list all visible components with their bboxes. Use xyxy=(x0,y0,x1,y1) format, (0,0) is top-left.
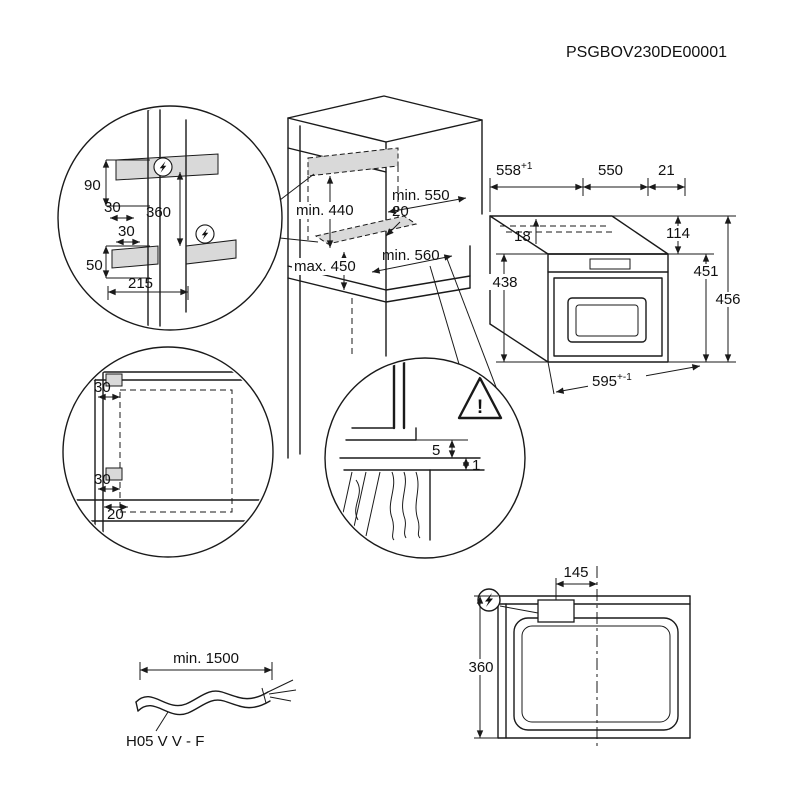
dim-min550-label: min. 550 xyxy=(392,187,450,204)
dim-30-front-top-label: 30 xyxy=(94,379,111,396)
top-view-outline xyxy=(497,595,691,739)
dim-1-label: 1 xyxy=(472,457,480,474)
detail-a-dimensions: 90 30 360 30 50 215 xyxy=(84,159,189,300)
label-mask xyxy=(712,292,744,307)
terminal-box xyxy=(537,599,575,623)
power-connection-icon xyxy=(477,588,501,612)
cable-min-length-label: min. 1500 xyxy=(173,650,239,667)
cable-drawing xyxy=(135,679,297,716)
document-code: PSGBOV230DE00001 xyxy=(566,44,727,61)
dim-30-top-label: 30 xyxy=(104,199,121,216)
dim-558-label: 558+1 xyxy=(496,161,533,179)
dim-21-label: 21 xyxy=(658,162,675,179)
dim-min560-label: min. 560 xyxy=(382,247,440,264)
warning-triangle-icon: ! xyxy=(457,376,503,420)
detail-a-content: 90 30 360 30 50 215 xyxy=(84,108,237,328)
detail-circle-a xyxy=(57,105,283,331)
door-window xyxy=(567,297,647,343)
dim-451-label: 451 xyxy=(693,263,718,280)
connection-zone-upper xyxy=(307,147,399,177)
label-mask xyxy=(487,274,523,290)
detail-pointer-line xyxy=(279,237,319,243)
oven-isometric: 558+1 550 21 18 114 451 456 438 xyxy=(487,161,744,395)
niche-electrical-detail: 90 30 360 30 50 215 xyxy=(57,105,319,331)
front-gap-detail: 5 1 ! xyxy=(324,255,526,559)
dim-456-label: 456 xyxy=(715,291,740,308)
fixing-pad-bottom xyxy=(105,467,123,481)
detail-b-dimensions: 30 30 20 xyxy=(94,379,128,523)
label-mask xyxy=(465,659,496,675)
dim-20-label: 20 xyxy=(392,203,409,220)
dim-30-mid-label: 30 xyxy=(118,223,135,240)
dim-90-label: 90 xyxy=(84,177,101,194)
fixing-pad-top xyxy=(105,373,123,387)
detail-b-content: 30 30 20 xyxy=(65,361,271,546)
dim-550-label: 550 xyxy=(598,162,623,179)
mount-plate-mid-right xyxy=(185,239,237,265)
dim-20-front-label: 20 xyxy=(107,506,124,523)
power-connection-icon xyxy=(195,224,215,244)
dim-min440-label: min. 440 xyxy=(296,202,354,219)
warning-mark: ! xyxy=(477,397,483,418)
wood-hatch xyxy=(337,471,421,541)
label-mask xyxy=(662,226,694,241)
dim-18-label: 18 xyxy=(514,228,531,245)
front-frame-lines xyxy=(65,361,271,546)
cabinet-dimensions: min. 550 20 min. 440 max. 450 min. 560 xyxy=(292,176,467,290)
cable-type-label: H05 V V - F xyxy=(126,733,204,750)
power-cable-figure: min. 1500 H05 V V - F xyxy=(126,650,297,750)
label-mask xyxy=(588,372,646,389)
dim-438-label: 438 xyxy=(492,274,517,291)
dim-145-label: 145 xyxy=(563,564,588,581)
gap-profile-lines xyxy=(339,360,485,541)
dim-30-front-bottom-label: 30 xyxy=(94,471,111,488)
dim-595-label: 595+-1 xyxy=(592,372,632,390)
detail-c-dimensions: 5 1 xyxy=(412,439,480,474)
detail-circle-b xyxy=(62,346,274,558)
top-view-dimensions: 145 360 xyxy=(465,564,597,739)
front-fixing-detail: 30 30 20 xyxy=(62,346,274,558)
cable-label-leader xyxy=(155,711,169,732)
oven-dimensions: 558+1 550 21 18 114 451 456 438 xyxy=(487,161,744,395)
bolt-leader-line xyxy=(499,605,539,614)
power-connection-icon xyxy=(153,157,173,177)
detail-c-content: 5 1 ! xyxy=(337,360,503,541)
dim-360-label: 360 xyxy=(146,204,171,221)
dim-215-label: 215 xyxy=(128,275,153,292)
detail-pointer-line xyxy=(429,265,460,365)
dim-360-topview-label: 360 xyxy=(468,659,493,676)
label-mask xyxy=(292,258,358,275)
door-window-inner xyxy=(575,304,639,337)
detail-pointer-line xyxy=(445,255,497,388)
detail-circle-c xyxy=(324,357,526,559)
dim-114-label: 114 xyxy=(666,225,690,242)
label-mask xyxy=(294,202,358,219)
detail-pointer-line xyxy=(279,173,315,201)
connection-zone-lower xyxy=(314,215,418,245)
label-mask xyxy=(690,264,722,279)
oven-top-view: 145 360 xyxy=(465,564,691,748)
oven-door xyxy=(553,277,663,357)
dim-5-label: 5 xyxy=(432,442,440,459)
dim-50-label: 50 xyxy=(86,257,103,274)
control-display xyxy=(589,258,631,270)
dim-max450-label: max. 450 xyxy=(294,258,356,275)
cabinet-isometric: min. 550 20 min. 440 max. 450 min. 560 xyxy=(287,95,483,459)
mount-plate-mid-left xyxy=(111,245,159,269)
